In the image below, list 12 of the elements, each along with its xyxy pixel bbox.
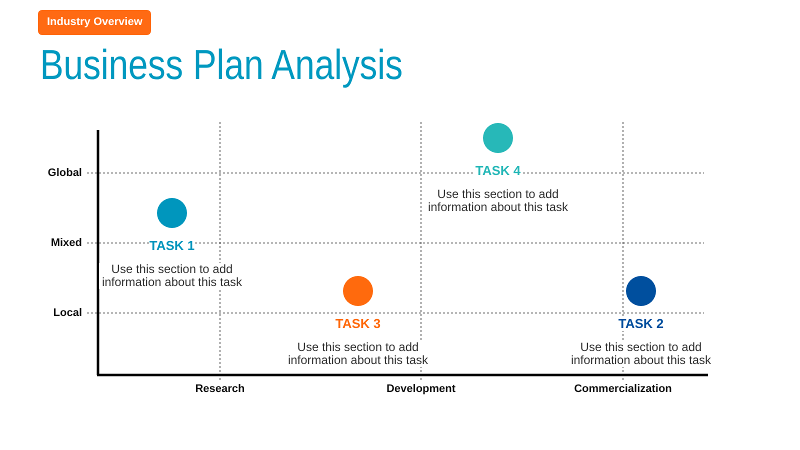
marker-icon [626,276,656,306]
task-label: TASK 1 [149,238,195,253]
task-description: Use this section to add information about this task [99,263,245,289]
page-title: Business Plan Analysis [40,40,403,90]
task-label: TASK 2 [618,316,664,331]
marker-icon [343,276,373,306]
task-label: TASK 3 [335,316,381,331]
axis-label: Development [386,382,456,396]
task-label: TASK 4 [475,163,521,178]
category-tag: Industry Overview [38,10,152,35]
marker-icon [483,123,513,153]
marker-icon [157,198,187,228]
